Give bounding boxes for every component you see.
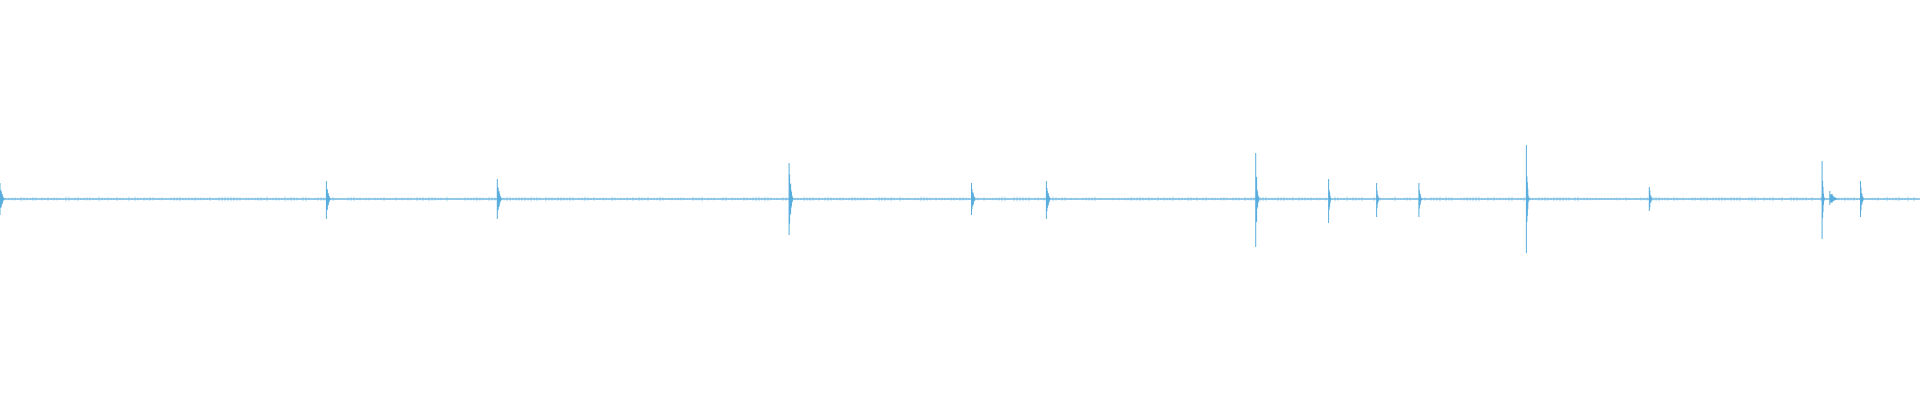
waveform-peak — [1255, 153, 1260, 247]
waveform-noise — [0, 196, 1918, 202]
waveform-peak — [1648, 187, 1654, 211]
waveform-peak — [0, 183, 6, 215]
waveform-peak — [1829, 191, 1841, 205]
waveform-peak — [1525, 145, 1530, 253]
waveform-peak — [1376, 183, 1380, 217]
waveform-peak — [1860, 181, 1865, 217]
waveform-peaks — [0, 145, 1918, 253]
waveform-peak — [971, 183, 977, 215]
waveform-peak — [325, 181, 332, 219]
waveform-peak — [496, 179, 504, 219]
waveform-peak — [1418, 183, 1423, 217]
waveform-peak — [1045, 181, 1052, 219]
waveform-peak — [1821, 161, 1825, 239]
waveform-peak — [1328, 179, 1332, 223]
waveform-peak — [788, 163, 794, 235]
